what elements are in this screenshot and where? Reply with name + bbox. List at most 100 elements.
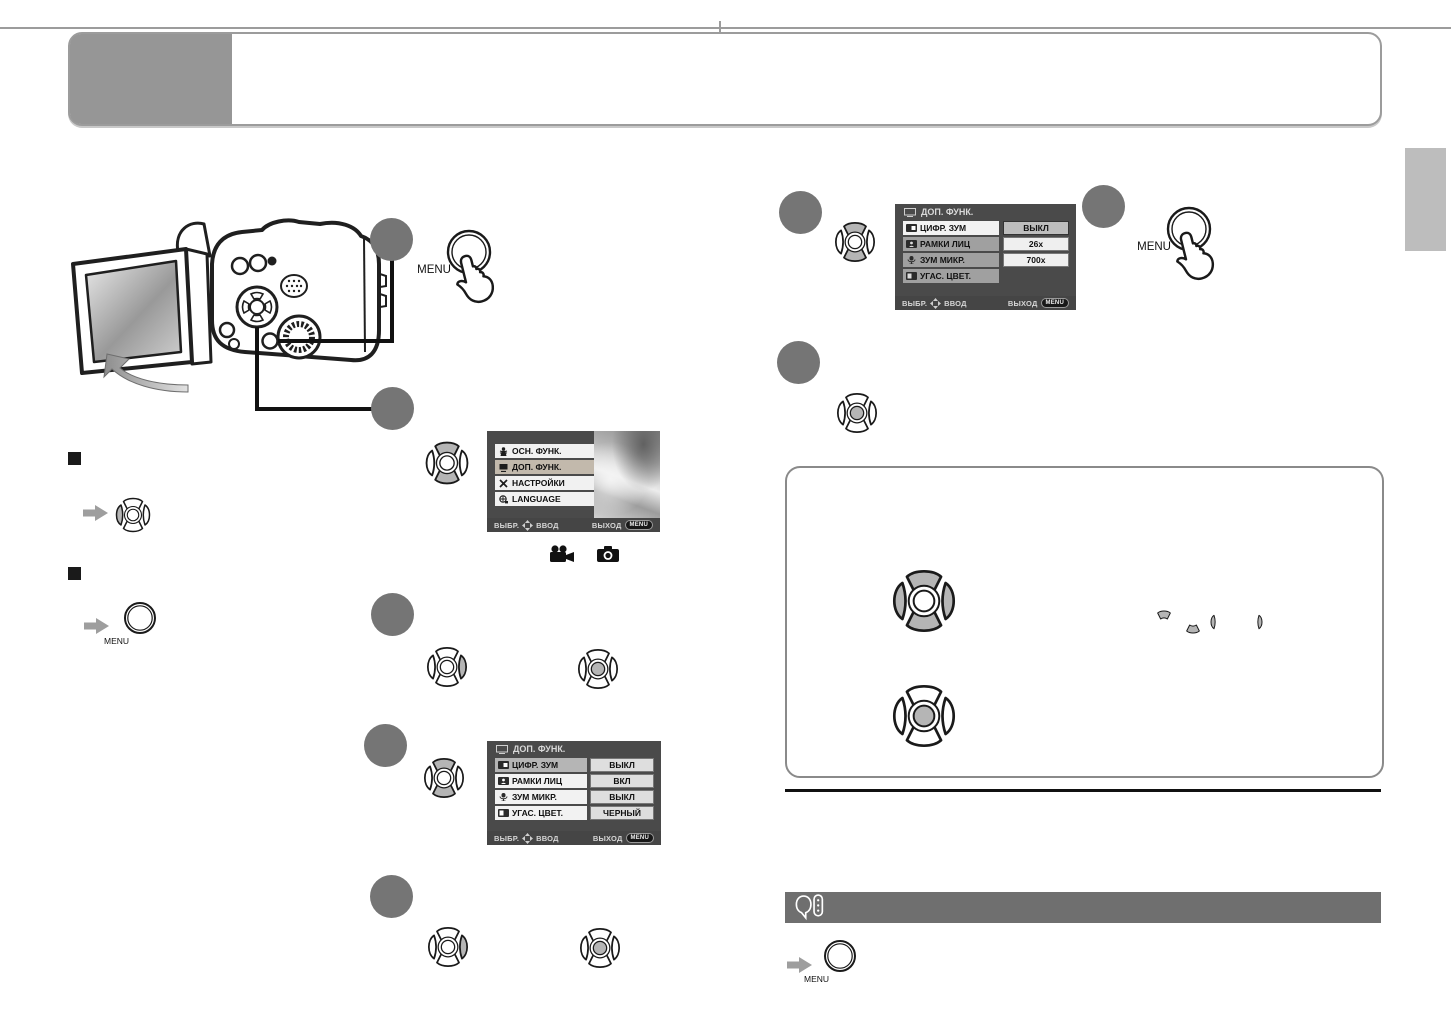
- screen-title: ДОП. ФУНК.: [895, 204, 1076, 220]
- menu-row-value: ВЫКЛ: [590, 790, 654, 804]
- menu-row-value: ВКЛ: [590, 774, 654, 788]
- options-label-column: ЦИФР. ЗУМ РАМКИ ЛИЦ ЗУМ МИКР. УГАС. ЦВЕТ…: [903, 221, 999, 285]
- menu-button-icon: [1166, 206, 1212, 252]
- fade-colour-icon: [498, 809, 509, 817]
- still-camera-icon: [597, 546, 619, 562]
- section-bullet: [68, 567, 81, 580]
- gray-arrow-icon: [84, 618, 109, 634]
- footer-exit-label: ВЫХОД: [591, 520, 622, 530]
- down-arrow-icon: [1181, 610, 1205, 639]
- callout-line-1: [390, 258, 394, 343]
- option: 26x: [1003, 237, 1069, 251]
- menu-row-label: ЦИФР. ЗУМ: [495, 758, 587, 772]
- pressing-hand-icon: [456, 254, 495, 304]
- footer-enter-label: ВВОД: [944, 298, 967, 308]
- header-title-tab: [70, 34, 232, 124]
- language-icon: [499, 494, 508, 503]
- menu-key-icon: MENU: [800, 936, 872, 994]
- callout-line-2: [255, 327, 259, 411]
- digital-zoom-icon: [906, 224, 917, 232]
- menu-row-label-selected: ЦИФР. ЗУМ: [903, 221, 999, 235]
- setup-icon: [499, 478, 508, 488]
- page-header-box: [68, 32, 1382, 126]
- step-circle-2: [371, 387, 414, 430]
- page-top-tick: [719, 21, 721, 36]
- footer-menu-key: MENU: [624, 520, 653, 530]
- step-circle-7: [1082, 185, 1125, 228]
- option-selected: ВЫКЛ: [1003, 221, 1069, 235]
- menu-row-value: ЧЕРНЫЙ: [590, 806, 654, 820]
- fade-colour-icon: [906, 272, 917, 280]
- screen-footer: ВЫБР. ВВОД ВЫХОД MENU: [487, 831, 661, 845]
- menu-row-label: РАМКИ ЛИЦ: [903, 237, 999, 251]
- joystick-cross-icon: [930, 297, 942, 309]
- joystick-press-icon: [828, 384, 886, 447]
- menu-button-label: MENU: [104, 636, 130, 646]
- footer-exit-label: ВЫХОД: [1007, 298, 1038, 308]
- pressing-hand-icon: [1176, 231, 1215, 281]
- joystick-press-icon: [569, 640, 627, 703]
- face-frames-icon: [906, 240, 917, 248]
- menu-press-illustration: MENU: [1125, 199, 1225, 299]
- menu-item-label: ДОП. ФУНК.: [512, 462, 562, 472]
- menu-row-label: ЗУМ МИКР.: [495, 790, 587, 804]
- menu-button-icon: [124, 602, 156, 634]
- footer-menu-key: MENU: [625, 833, 654, 843]
- joystick-right-icon: [419, 918, 477, 981]
- face-frames-icon: [498, 777, 509, 785]
- callout-line-1: [278, 339, 394, 343]
- screen-title-label: ДОП. ФУНК.: [921, 207, 974, 217]
- advanced-functions-icon: [499, 463, 508, 472]
- footer-menu-key: MENU: [1040, 298, 1069, 308]
- gray-arrow-icon: [83, 505, 108, 521]
- footer-enter-label: ВВОД: [536, 520, 559, 530]
- advanced-functions-icon: [904, 207, 916, 217]
- menu-screen-advanced: ДОП. ФУНК. ЦИФР. ЗУМ ВЫКЛ РАМКИ ЛИЦ ВКЛ: [487, 741, 661, 845]
- step-circle-1: [370, 218, 413, 261]
- gray-arrow-icon: [787, 957, 812, 973]
- menu-button-label: MENU: [804, 974, 830, 984]
- hint-hand-icon: [795, 894, 824, 921]
- note-bar: [785, 892, 1381, 923]
- menu-item: ОСН. ФУНК.: [495, 444, 595, 458]
- page-edge-tab: [1405, 148, 1446, 251]
- menu-row-label: УГАС. ЦВЕТ.: [495, 806, 587, 820]
- step-circle-6: [779, 191, 822, 234]
- menu-row: УГАС. ЦВЕТ. ЧЕРНЫЙ: [495, 806, 654, 820]
- section-divider: [785, 789, 1381, 792]
- joystick-directions-icon: [879, 556, 969, 651]
- joystick-up-down-icon: [826, 213, 884, 276]
- video-camera-icon: [550, 545, 574, 562]
- section-bullet: [68, 452, 81, 465]
- menu-row: ЦИФР. ЗУМ ВЫКЛ: [495, 758, 654, 772]
- step-circle-8: [777, 341, 820, 384]
- joystick-press-icon: [879, 671, 969, 766]
- zoom-mic-icon: [907, 256, 916, 264]
- menu-row-value: ВЫКЛ: [590, 758, 654, 772]
- menu-screen-advanced-options: ДОП. ФУНК. ЦИФР. ЗУМ РАМКИ ЛИЦ ЗУМ МИКР.: [895, 204, 1076, 310]
- menu-row: ЗУМ МИКР. ВЫКЛ: [495, 790, 654, 804]
- menu-press-illustration: MENU: [405, 222, 505, 322]
- preview-photo: [594, 431, 660, 518]
- joystick-press-icon: [571, 919, 629, 982]
- left-arrow-icon: [1210, 610, 1234, 639]
- step-circle-3: [371, 593, 414, 636]
- joystick-right-icon: [418, 638, 476, 701]
- up-arrow-icon: [1152, 610, 1176, 639]
- menu-row: РАМКИ ЛИЦ ВКЛ: [495, 774, 654, 788]
- menu-button-label: MENU: [417, 264, 451, 276]
- screen-title: ДОП. ФУНК.: [487, 741, 661, 757]
- joystick-cross-icon: [522, 519, 534, 531]
- step-circle-4: [364, 724, 407, 767]
- right-arrow-icon: [1239, 610, 1263, 639]
- menu-row-label: УГАС. ЦВЕТ.: [903, 269, 999, 283]
- screen-footer: ВЫБР. ВВОД ВЫХОД MENU: [487, 518, 660, 532]
- menu-row-label: РАМКИ ЛИЦ: [495, 774, 587, 788]
- menu-row-label: ЗУМ МИКР.: [903, 253, 999, 267]
- menu-item-label: LANGUAGE: [512, 494, 561, 504]
- digital-zoom-icon: [498, 761, 509, 769]
- menu-item-list: ОСН. ФУНК. ДОП. ФУНК. НАСТРОЙКИ LANGUAGE: [495, 444, 595, 508]
- step-circle-5: [370, 875, 413, 918]
- options-value-column: ВЫКЛ 26x 700x: [1003, 221, 1069, 269]
- footer-enter-label: ВВОД: [536, 833, 559, 843]
